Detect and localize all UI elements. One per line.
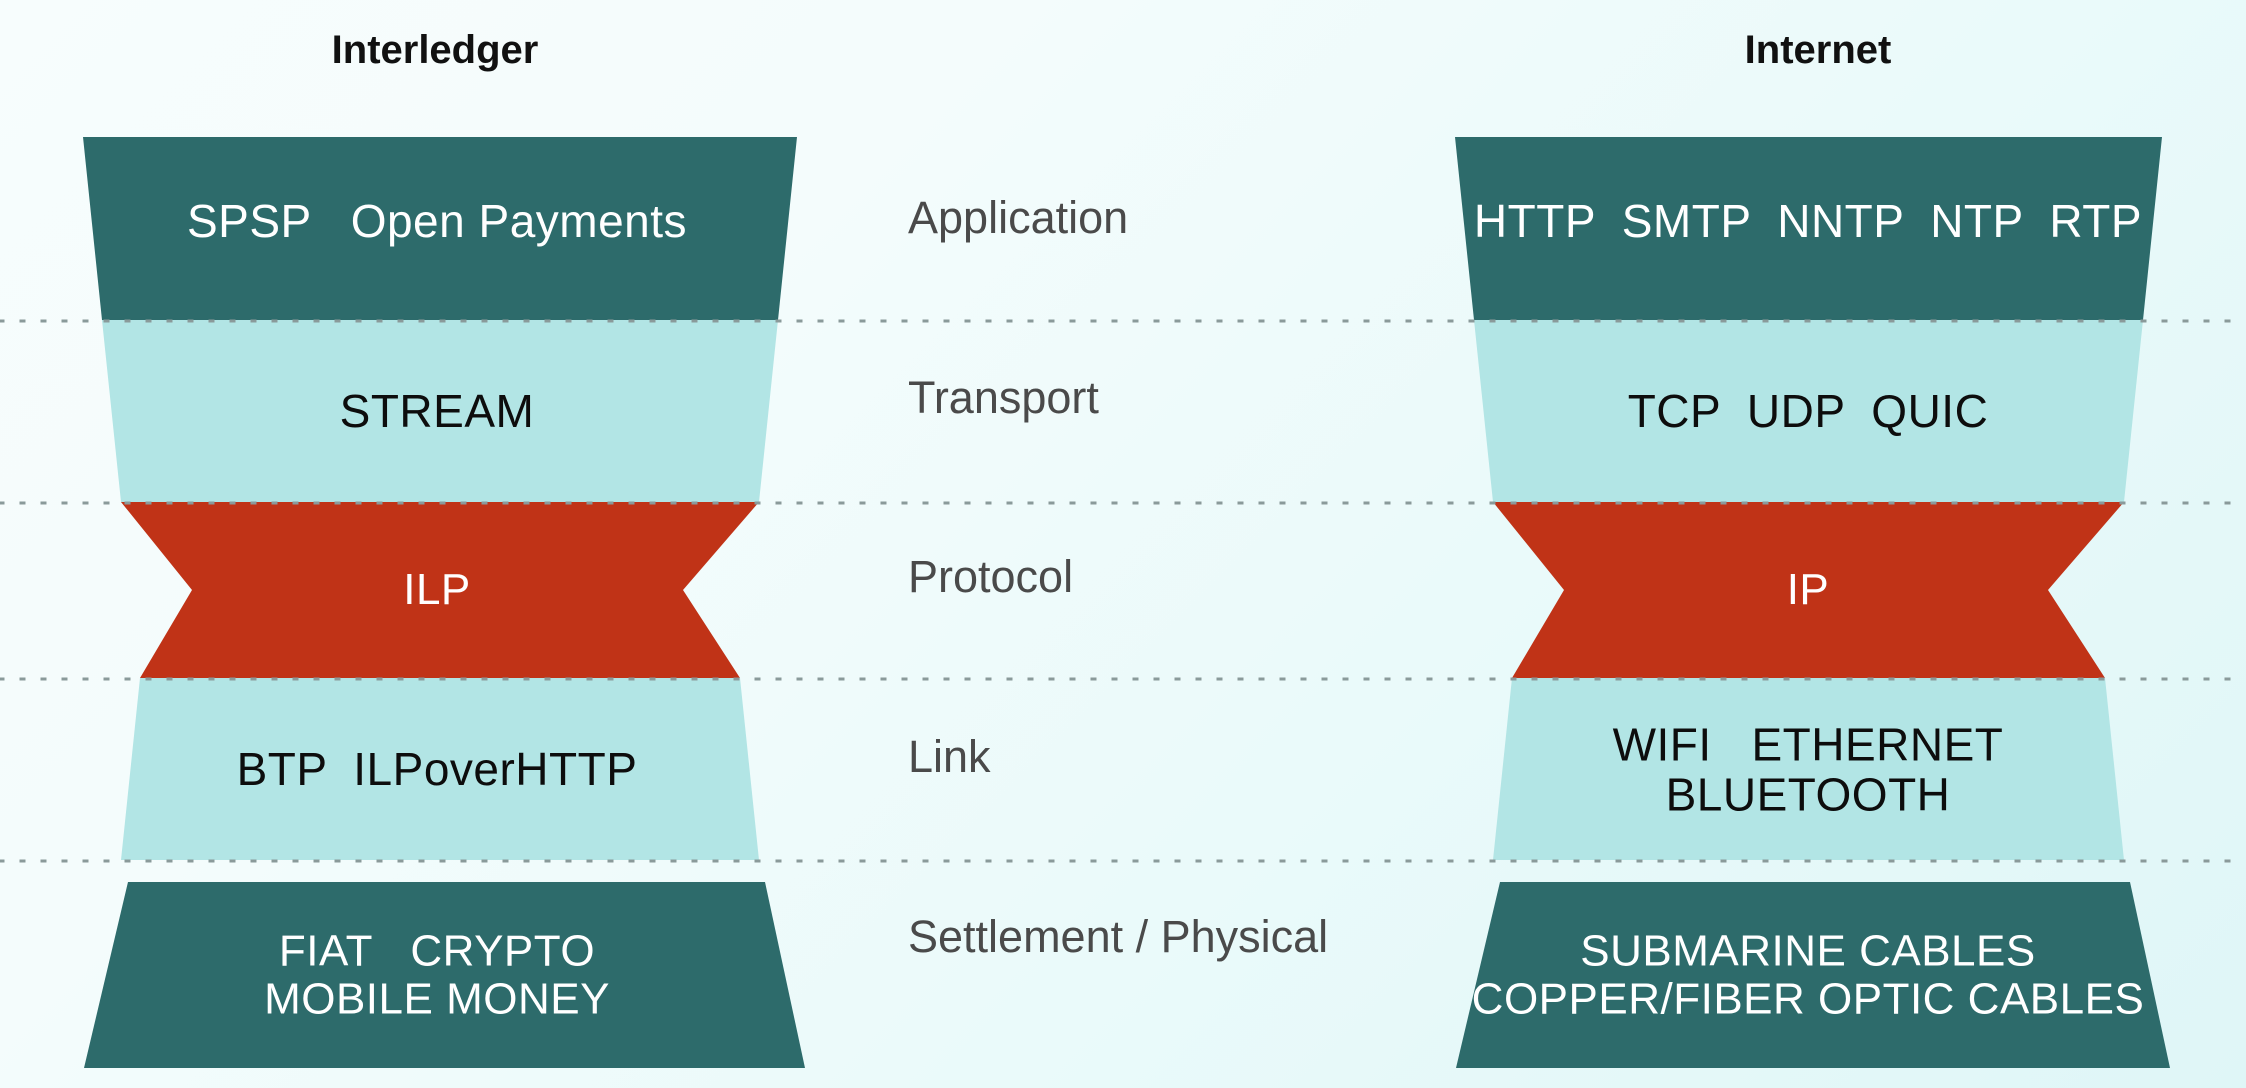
right-protocol-shape [1493,502,2124,678]
left-transport-shape [102,320,778,502]
left-protocol-shape [121,502,759,678]
right-application-shape [1455,137,2162,320]
cell-internet-application: HTTP SMTP NNTP NTP RTP [1473,195,2143,248]
cell-internet-transport: TCP UDP QUIC [1627,385,1989,438]
column-title-internet: Internet [1744,28,1892,72]
right-transport-shape [1474,320,2143,502]
cell-interledger-protocol: ILP [403,565,471,615]
left-settlement-shape [84,882,805,1068]
left-link-shape [121,678,759,860]
cell-interledger-settlement: FIAT CRYPTO MOBILE MONEY [264,926,610,1023]
layer-label-protocol: Protocol [908,551,1074,602]
layer-label-application: Application [908,192,1129,243]
right-link-shape [1493,678,2124,860]
cell-internet-settlement: SUBMARINE CABLES COPPER/FIBER OPTIC CABL… [1471,926,2145,1023]
layer-label-link: Link [908,731,991,782]
cell-internet-protocol: IP [1786,565,1830,615]
cell-internet-link: WIFI ETHERNET BLUETOOTH [1612,718,2004,820]
layer-label-transport: Transport [908,372,1099,423]
column-title-interledger: Interledger [331,28,539,72]
cell-interledger-transport: STREAM [339,385,535,438]
left-application-shape [83,137,797,320]
cell-interledger-application: SPSP Open Payments [186,195,688,248]
cell-interledger-link: BTP ILPoverHTTP [236,743,638,796]
layer-label-settlement: Settlement / Physical [908,911,1329,962]
right-settlement-shape [1456,882,2170,1068]
